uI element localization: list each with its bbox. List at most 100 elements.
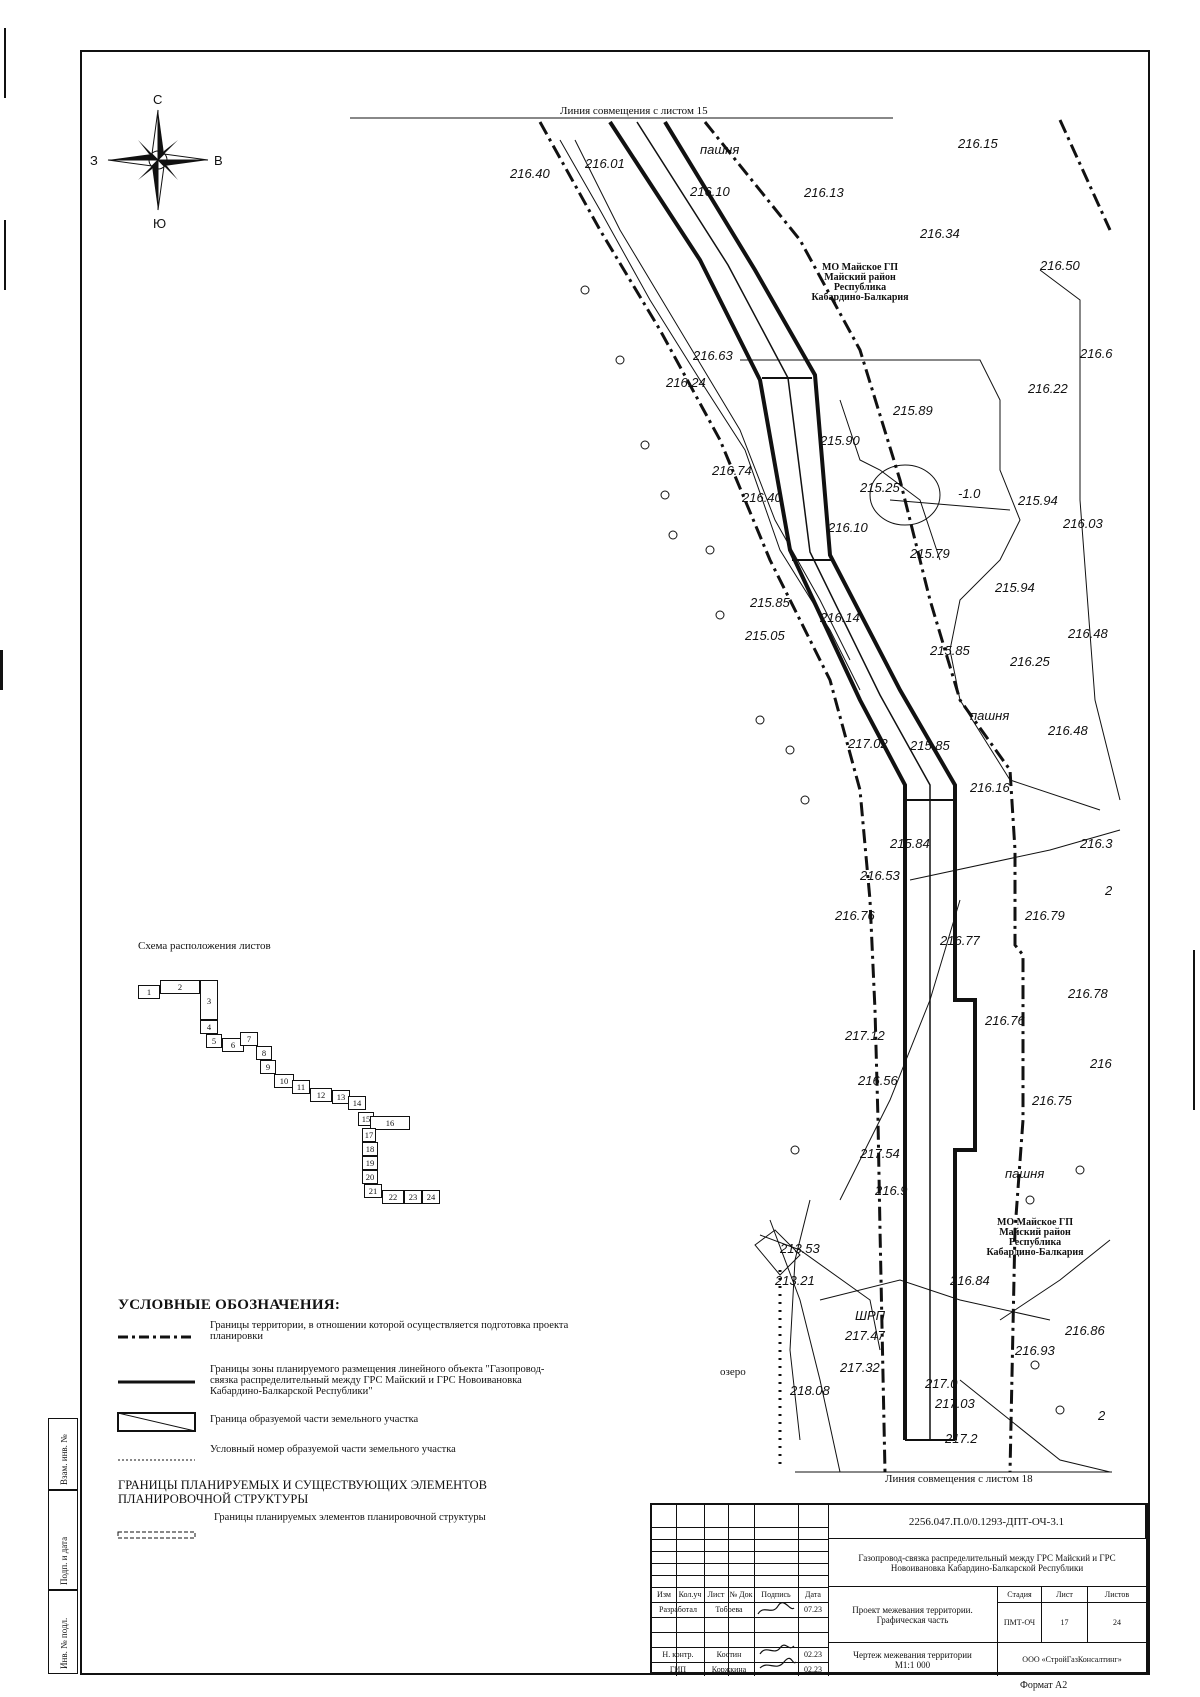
elevation: -1.0 bbox=[958, 486, 981, 501]
elevation: 216.03 bbox=[1062, 516, 1104, 531]
scheme-sheet: 9 bbox=[260, 1060, 276, 1074]
elevation: 217.2 bbox=[944, 1431, 978, 1446]
municipality-line: Майский район bbox=[999, 1227, 1071, 1238]
scheme-sheet: 19 bbox=[362, 1156, 378, 1170]
stamp-replaced-inv: Взам. инв. № bbox=[48, 1418, 78, 1490]
municipality-line: Республика bbox=[834, 282, 886, 293]
scheme-sheet: 17 bbox=[362, 1128, 376, 1142]
elevation: 2 bbox=[1104, 883, 1113, 898]
elevation: 217.12 bbox=[844, 1028, 886, 1043]
scheme-sheet: 8 bbox=[256, 1046, 272, 1060]
municipality-line: Кабардино-Балкария bbox=[986, 1247, 1084, 1258]
tb-nkontr-role: Н. контр. bbox=[662, 1650, 694, 1659]
scheme-sheet: 23 bbox=[404, 1190, 422, 1204]
legend-item: Граница образуемой части земельного учас… bbox=[118, 1410, 578, 1434]
elevation: 215.85 bbox=[749, 595, 791, 610]
elevation: 215.89 bbox=[892, 403, 933, 418]
elevation: 215.85 bbox=[909, 738, 951, 753]
legend: УСЛОВНЫЕ ОБОЗНАЧЕНИЯ: Границы территории… bbox=[118, 1297, 578, 1542]
elevation: 216.56 bbox=[857, 1073, 899, 1088]
scheme-sheet: 12 bbox=[310, 1088, 332, 1102]
scheme-title: Схема расположения листов bbox=[138, 940, 271, 952]
elevation: 216.77 bbox=[939, 933, 981, 948]
legend-item: Границы территории, в отношении которой … bbox=[118, 1318, 578, 1358]
sheet-frame bbox=[80, 50, 1150, 1675]
elevation: 216.76 bbox=[984, 1013, 1026, 1028]
scheme-sheet: 18 bbox=[362, 1142, 378, 1156]
scheme-sheet: 7 bbox=[240, 1032, 258, 1046]
arable-land-label: пашня bbox=[1005, 1166, 1044, 1181]
elevation: 216.53 bbox=[859, 868, 901, 883]
elevation: 217.47 bbox=[844, 1328, 886, 1343]
margin-mark bbox=[0, 650, 3, 690]
elevation: 2 bbox=[1097, 1408, 1106, 1423]
stamp-sign-date: Подп. и дата bbox=[48, 1490, 78, 1590]
scheme-sheet: 3 bbox=[200, 980, 218, 1020]
elevation: 216 bbox=[1089, 1056, 1112, 1071]
elevation: 217.54 bbox=[859, 1146, 900, 1161]
tb-sheets: 24 bbox=[1088, 1603, 1146, 1643]
signature-marks bbox=[757, 1602, 797, 1669]
tb-header: Кол.уч bbox=[678, 1590, 702, 1599]
elevation: 216.76 bbox=[834, 908, 876, 923]
scheme-sheet: 2 bbox=[160, 980, 200, 994]
elevation: 215.94 bbox=[994, 580, 1035, 595]
pipeline-zone-boundary bbox=[663, 120, 977, 1440]
tb-header: Подпись bbox=[761, 1590, 791, 1599]
elevation: 216.15 bbox=[957, 136, 999, 151]
tb-sheet-header: Лист bbox=[1042, 1587, 1088, 1603]
match-line-top-label: Линия совмещения с листом 15 bbox=[560, 105, 708, 117]
tree-marks bbox=[580, 285, 1085, 1415]
elevation: 215.94 bbox=[1017, 493, 1058, 508]
legend-item-text: Граница образуемой части земельного учас… bbox=[210, 1414, 419, 1425]
depression-feature bbox=[869, 464, 941, 526]
margin-mark bbox=[4, 28, 6, 98]
tb-developer-role: Разработал bbox=[659, 1605, 697, 1614]
tb-developer-name: Тобоева bbox=[715, 1605, 743, 1614]
scheme-sheet: 24 bbox=[422, 1190, 440, 1204]
legend-swatch-plot-diagonal bbox=[117, 1412, 196, 1432]
elevation: 216.40 bbox=[741, 490, 783, 505]
elevation: 215.90 bbox=[819, 433, 861, 448]
compass-east: В bbox=[214, 153, 223, 168]
elevation: 216.74 bbox=[711, 463, 752, 478]
elevation: 216.48 bbox=[1067, 626, 1109, 641]
planning-territory-boundary bbox=[1058, 119, 1112, 231]
elevation: 216.93 bbox=[1014, 1343, 1056, 1358]
scheme-sheet: 11 bbox=[292, 1080, 310, 1094]
tb-header: Лист bbox=[707, 1590, 725, 1599]
elevation: 216.34 bbox=[919, 226, 960, 241]
tb-sheets-header: Листов bbox=[1088, 1587, 1146, 1603]
municipality-line: Майский район bbox=[824, 272, 896, 283]
pipeline-axis bbox=[636, 121, 931, 1440]
elevation: 217.0 bbox=[924, 1376, 958, 1391]
tb-nkontr-date: 02.23 bbox=[804, 1650, 822, 1659]
margin-mark bbox=[4, 220, 6, 290]
match-line-bottom-label: Линия совмещения с листом 18 bbox=[885, 1473, 1033, 1485]
elevation: 217.03 bbox=[934, 1396, 976, 1411]
scheme-sheet: 16 bbox=[370, 1116, 410, 1130]
elevation-points: 216.15 216.01 216.40 216.10 216.13 216.3… bbox=[509, 136, 1113, 1446]
elevation: 216.24 bbox=[665, 375, 706, 390]
grp-label: ШРП bbox=[855, 1308, 886, 1323]
planning-territory-boundary bbox=[703, 121, 1025, 1473]
tb-developer-date: 07.23 bbox=[804, 1605, 822, 1614]
municipality-label-2: МО Майское ГП Майский район Республика К… bbox=[986, 1217, 1084, 1258]
legend-section-title: ГРАНИЦЫ ПЛАНИРУЕМЫХ И СУЩЕСТВУЮЩИХ ЭЛЕМЕ… bbox=[118, 1478, 487, 1506]
legend-swatch-structure bbox=[117, 1531, 196, 1539]
title-block: Изм Кол.уч Лист № Док Подпись Дата Разра… bbox=[650, 1503, 1148, 1676]
elevation: 215.84 bbox=[889, 836, 930, 851]
tb-project: Проект межевания территории. Графическая… bbox=[828, 1587, 998, 1643]
stamp-original-inv: Инв. № подл. bbox=[48, 1590, 78, 1674]
scheme-sheet: 5 bbox=[206, 1034, 222, 1048]
municipality-label-1: МО Майское ГП Майский район Республика К… bbox=[811, 262, 909, 303]
tb-company: ООО «СтройГазКонсалтинг» bbox=[1022, 1655, 1122, 1664]
elevation: 216.25 bbox=[1009, 654, 1051, 669]
legend-item: Условный номер образуемой части земельно… bbox=[118, 1440, 578, 1470]
tb-gip-role: ГИП bbox=[669, 1664, 687, 1674]
tb-nkontr-name: Костин bbox=[716, 1650, 742, 1659]
scheme-sheet: 4 bbox=[200, 1020, 218, 1034]
tb-header: Изм bbox=[657, 1590, 671, 1599]
elevation: 215.85 bbox=[929, 643, 971, 658]
margin-mark bbox=[1193, 950, 1195, 1110]
